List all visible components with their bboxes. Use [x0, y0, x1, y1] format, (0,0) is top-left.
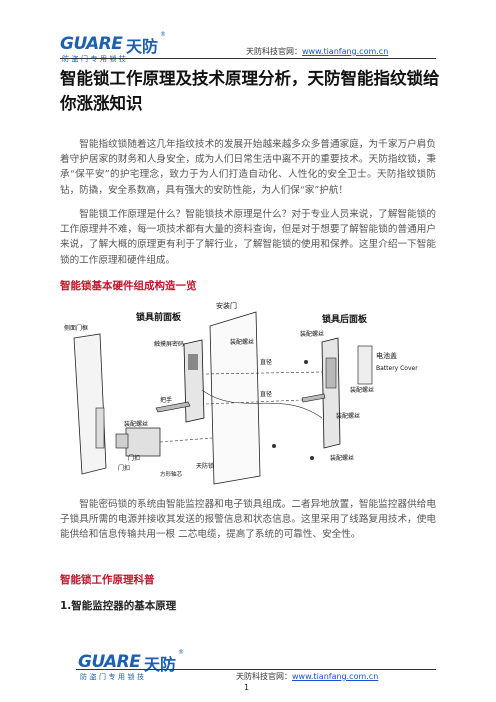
label-door: 安装门: [216, 301, 237, 310]
back-panel-shape: [321, 337, 341, 449]
footer-logo-cn: 天防: [144, 655, 177, 674]
label-spindle-1: 直径: [260, 358, 272, 366]
logo-reg: ®: [160, 31, 166, 38]
label-spindle-2: 直径: [260, 390, 272, 398]
label-cylinder: 方形轴芯: [160, 470, 183, 478]
article-title: 智能锁工作原理及技术原理分析，天防智能指纹锁给你涨涨知识: [60, 69, 440, 113]
label-front-panel: 锁具前面板: [136, 311, 182, 323]
paragraph-system: 智能密码锁的系统由智能监控器和电子锁具组成。二者异地放置，智能监控器供给电子锁具…: [60, 499, 436, 541]
battery-slot-shape: [325, 357, 337, 389]
logo-slogan: 防盗门专用锁技: [62, 55, 129, 63]
screw-dot-1: [272, 444, 276, 448]
header-rule: [60, 58, 436, 59]
label-screw-4: 装配螺丝: [124, 420, 148, 428]
handle-shape: [155, 401, 191, 413]
footer-logo-slogan: 防盗门专用锁技: [80, 673, 147, 681]
label-screw-3: 装配螺丝: [350, 386, 374, 394]
label-handle: 把手: [160, 396, 172, 404]
heading-hardware: 智能锁基本硬件组成构造一览: [60, 280, 197, 292]
page-footer: GUARE 天防 ® 防盗门专用锁技 天防科技官网：www.tianfang.c…: [0, 649, 496, 702]
back-handle-shape: [301, 393, 326, 403]
screw-dot-2: [304, 360, 308, 364]
label-back-panel: 锁具后面板: [322, 313, 368, 325]
page-number: 1: [244, 683, 250, 692]
spindle-line-upper: [205, 371, 323, 375]
heading-principle: 智能锁工作原理科普: [60, 574, 155, 586]
label-touch-screen: 触摸屏密码: [154, 340, 184, 348]
site-link[interactable]: www.tianfang.com.cn: [302, 47, 389, 56]
screw-dot-3: [310, 456, 314, 460]
site-label: 天防科技官网：: [246, 47, 302, 56]
mortise-line: [159, 437, 213, 443]
label-strike: 门扣: [118, 464, 130, 472]
battery-cover-shape: [357, 345, 373, 385]
header-site: 天防科技官网：www.tianfang.com.cn: [246, 46, 388, 57]
label-strike-2: 门扣: [128, 454, 140, 462]
label-screw-6: 装配螺丝: [336, 412, 360, 420]
label-latch: 天防锁: [196, 462, 214, 470]
label-screw-1: 装配螺丝: [230, 338, 254, 346]
footer-guare-logo: GUARE 天防 ® 防盗门专用锁技: [78, 649, 188, 684]
paragraph-intro: 智能指纹锁随着这几年指纹技术的发展开始越来越多众多普通家庭，为千家万户肩负着守护…: [60, 139, 436, 196]
label-battery: 电池盖: [376, 351, 397, 360]
label-side-frame: 侧面门框: [64, 324, 88, 332]
label-screw-5: 装配螺丝: [330, 454, 354, 462]
footer-logo-reg: ®: [178, 649, 184, 656]
door-shape: [209, 311, 261, 485]
label-battery-en: Battery Cover: [376, 365, 418, 372]
footer-site-link[interactable]: www.tianfang.com.cn: [292, 672, 379, 681]
strike-plate-shape: [95, 407, 105, 449]
touch-screen-shape: [188, 354, 198, 370]
footer-site-label: 天防科技官网：: [236, 672, 292, 681]
heading-monitor: 1.智能监控器的基本原理: [60, 600, 177, 612]
latch-bolt-shape: [115, 433, 129, 449]
logo-text: GUARE: [60, 34, 123, 54]
guare-logo: GUARE 天防 ® 防盗门专用锁技: [60, 31, 170, 66]
logo-cn: 天防: [126, 37, 159, 56]
paragraph-question: 智能锁工作原理是什么？智能锁技术原理是什么？对于专业人员来说，了解智能锁的工作原…: [60, 209, 436, 266]
spindle-line-lower: [205, 399, 303, 405]
front-panel-shape: [183, 339, 205, 423]
page-header: GUARE 天防 ® 防盗门专用锁技 天防科技官网：www.tianfang.c…: [0, 0, 496, 63]
footer-site: 天防科技官网：www.tianfang.com.cn: [236, 671, 378, 682]
cable-line: [201, 389, 323, 419]
lock-hardware-diagram: 安装门 锁具前面板 锁具后面板 侧面门框 触摸屏密码 把手 门扣 门扣 装配螺丝…: [60, 298, 436, 486]
footer-logo-text: GUARE: [78, 652, 141, 672]
mortise-shape: [125, 427, 161, 457]
footer-rule: [76, 669, 436, 670]
label-screw-2: 装配螺丝: [300, 330, 324, 338]
